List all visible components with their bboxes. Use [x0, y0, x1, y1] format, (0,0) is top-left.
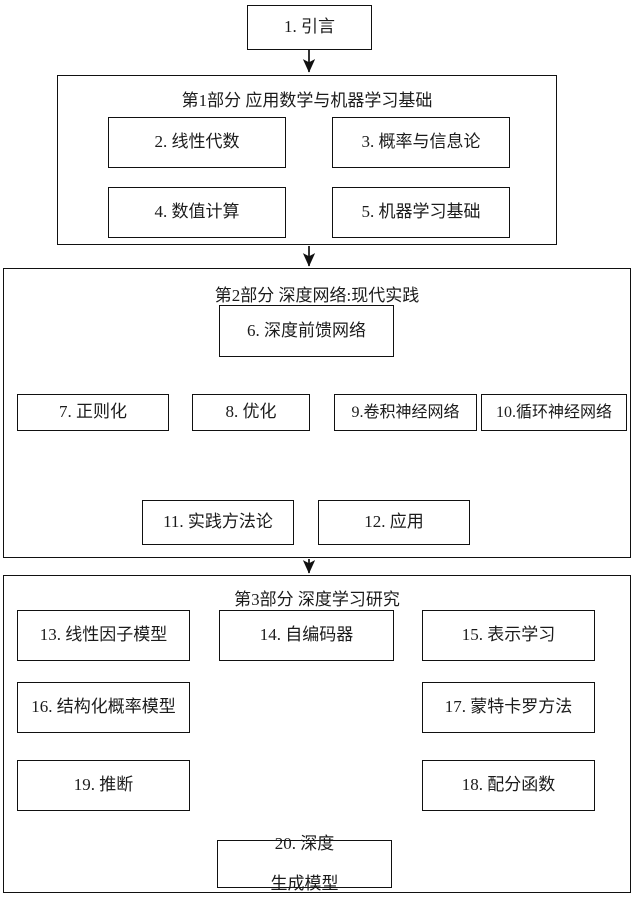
node-ch13[interactable]: 13. 线性因子模型 — [17, 610, 190, 661]
node-ch18-label: 18. 配分函数 — [461, 775, 556, 795]
node-ch20[interactable]: 20. 深度 生成模型 — [217, 834, 392, 893]
section-part3-title: 第3部分 深度学习研究 — [234, 590, 400, 609]
section-part1-title: 第1部分 应用数学与机器学习基础 — [181, 91, 433, 110]
node-ch15[interactable]: 15. 表示学习 — [422, 610, 595, 661]
node-ch10-label: 10.循环神经网络 — [495, 403, 612, 421]
node-ch20-line2: 生成模型 — [270, 874, 339, 894]
node-ch19-label: 19. 推断 — [73, 775, 134, 795]
node-ch5-label: 5. 机器学习基础 — [361, 202, 481, 222]
node-ch12-label: 12. 应用 — [364, 512, 424, 532]
node-ch3[interactable]: 3. 概率与信息论 — [332, 117, 510, 168]
node-ch20-label: 20. 深度 生成模型 — [218, 834, 391, 894]
node-ch18[interactable]: 18. 配分函数 — [422, 760, 595, 811]
node-ch6-label: 6. 深度前馈网络 — [247, 320, 366, 340]
node-ch20-line1: 20. 深度 — [274, 833, 335, 853]
node-ch5[interactable]: 5. 机器学习基础 — [332, 187, 510, 238]
node-ch7-label: 7. 正则化 — [59, 402, 127, 422]
node-ch13-label: 13. 线性因子模型 — [39, 625, 168, 645]
section-part2-title: 第2部分 深度网络:现代实践 — [214, 286, 420, 305]
node-ch4-label: 4. 数值计算 — [154, 202, 240, 222]
node-ch14[interactable]: 14. 自编码器 — [219, 610, 394, 661]
node-ch1-label: 1. 引言 — [284, 17, 335, 37]
node-ch19[interactable]: 19. 推断 — [17, 760, 190, 811]
node-ch11[interactable]: 11. 实践方法论 — [142, 500, 294, 545]
node-ch4[interactable]: 4. 数值计算 — [108, 187, 286, 238]
node-ch17-label: 17. 蒙特卡罗方法 — [444, 697, 573, 717]
node-ch6[interactable]: 6. 深度前馈网络 — [219, 305, 394, 357]
node-ch12[interactable]: 12. 应用 — [318, 500, 470, 545]
node-ch10[interactable]: 10.循环神经网络 — [481, 394, 627, 431]
node-ch14-label: 14. 自编码器 — [259, 625, 354, 645]
node-ch17[interactable]: 17. 蒙特卡罗方法 — [422, 682, 595, 733]
node-ch8[interactable]: 8. 优化 — [192, 394, 310, 431]
node-ch7[interactable]: 7. 正则化 — [17, 394, 169, 431]
node-ch9-label: 9.卷积神经网络 — [351, 403, 460, 421]
node-ch8-label: 8. 优化 — [225, 402, 277, 422]
node-ch15-label: 15. 表示学习 — [461, 625, 556, 645]
node-ch2[interactable]: 2. 线性代数 — [108, 117, 286, 168]
node-ch9[interactable]: 9.卷积神经网络 — [334, 394, 477, 431]
node-ch3-label: 3. 概率与信息论 — [361, 132, 481, 152]
node-ch2-label: 2. 线性代数 — [154, 132, 240, 152]
node-ch1[interactable]: 1. 引言 — [247, 5, 372, 50]
node-ch11-label: 11. 实践方法论 — [163, 512, 273, 532]
node-ch16[interactable]: 16. 结构化概率模型 — [17, 682, 190, 733]
node-ch16-label: 16. 结构化概率模型 — [31, 697, 176, 717]
